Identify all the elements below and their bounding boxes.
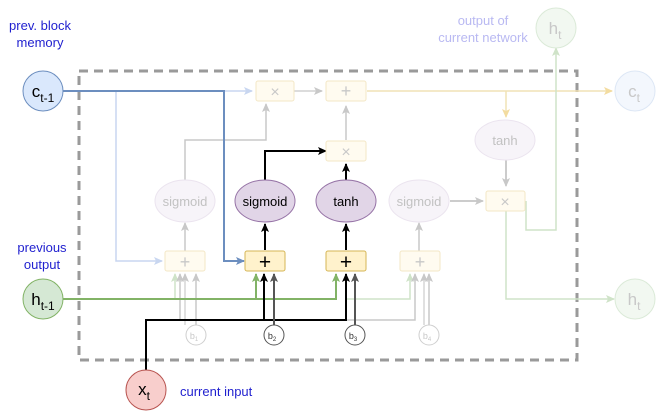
gate-sigmoid-input: sigmoid [234,179,296,223]
svg-text:ht-1: ht-1 [31,290,55,313]
gate-tanh-candidate: tanh [315,179,377,223]
svg-text:+: + [341,81,352,101]
label-current-input: current input [180,384,253,399]
c-prev-arrow [63,90,245,265]
gate-sigmoid-forget: sigmoid [154,179,216,223]
node-h-t-output: ht [614,278,656,320]
bias-b3: b3 [344,324,366,346]
svg-text:memory: memory [17,35,64,50]
multiply-input: × [325,140,367,162]
svg-text:tanh: tanh [492,133,517,148]
h-prev-arrow-add3 [256,273,340,300]
svg-text:ct: ct [628,82,641,105]
bias-b2: b2 [263,324,285,346]
bias-b1: b1 [185,324,207,346]
svg-text:×: × [341,144,350,161]
svg-text:b4: b4 [423,331,432,343]
node-x-t: xt [125,369,167,411]
svg-text:xt: xt [138,380,151,403]
svg-text:current input: current input [180,384,253,399]
add-output: + [399,250,441,272]
svg-text:output of: output of [458,13,509,28]
active-connections [63,90,359,372]
svg-text:sigmoid: sigmoid [243,194,288,209]
svg-text:b3: b3 [349,331,358,343]
multiply-output: × [485,190,526,212]
sigmoid-to-multiply [264,147,327,180]
node-h-prev: ht-1 [22,278,64,320]
h-prev-arrow-add2 [63,273,260,300]
svg-text:sigmoid: sigmoid [163,194,208,209]
svg-text:+: + [180,252,191,272]
add-forget: + [164,250,206,272]
node-h-t-top: ht [535,7,577,49]
svg-text:+: + [415,252,426,272]
svg-text:b1: b1 [190,331,199,343]
svg-text:+: + [259,251,271,274]
multiply-forget: × [255,80,295,102]
add-candidate: + [325,250,367,274]
svg-text:×: × [270,84,279,101]
svg-text:×: × [500,194,509,211]
svg-text:+: + [340,251,352,274]
svg-text:ct-1: ct-1 [32,82,55,105]
svg-text:ht: ht [628,290,641,313]
add-input: + [244,250,286,274]
x-arrow-add2 [145,273,268,372]
label-output-current-network: output of current network [438,13,528,45]
svg-text:output: output [24,257,61,272]
svg-text:sigmoid: sigmoid [397,194,442,209]
svg-text:prev. block: prev. block [9,18,71,33]
label-previous-output: previous output [17,240,67,272]
svg-text:previous: previous [17,240,67,255]
gate-sigmoid-output: sigmoid [388,179,450,223]
svg-text:current network: current network [438,30,528,45]
svg-text:ht: ht [549,19,562,42]
gate-tanh-cell: tanh [474,119,536,161]
add-cell: + [325,80,367,102]
cell-boundary [77,69,579,362]
node-c-t: ct [614,70,656,112]
node-c-prev: ct-1 [22,70,64,112]
svg-text:b2: b2 [268,331,277,343]
x-arrow-add3 [264,273,350,321]
label-prev-block-memory: prev. block memory [9,18,71,50]
svg-text:tanh: tanh [333,194,358,209]
bias-b4: b4 [418,324,440,346]
